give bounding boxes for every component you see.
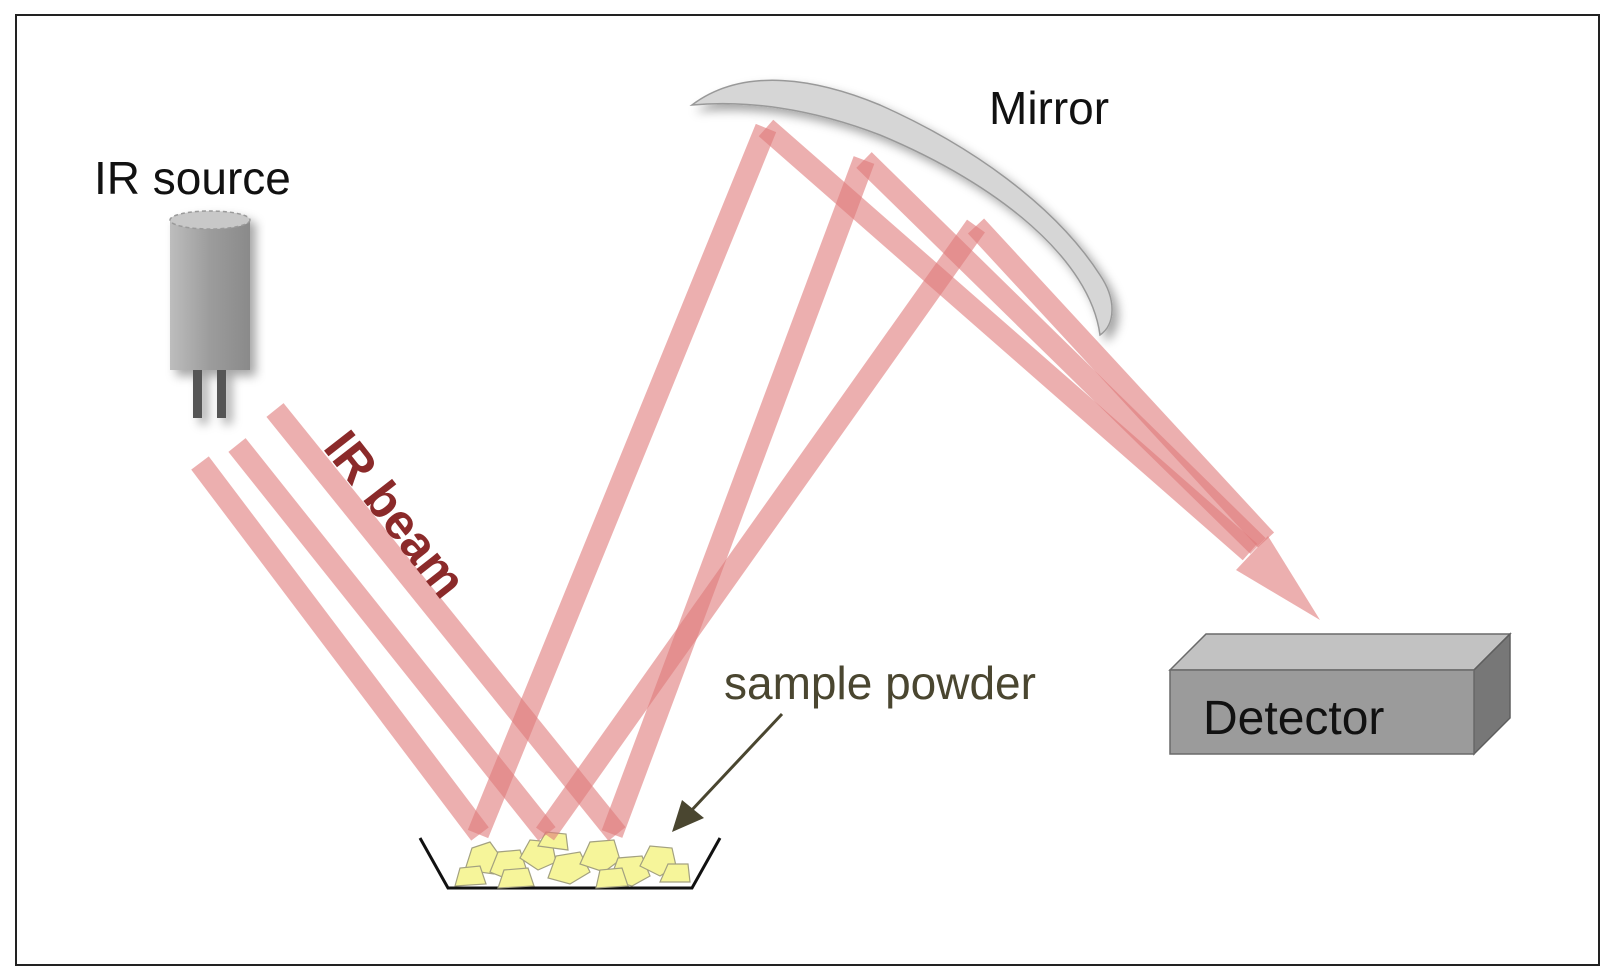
sample-powder-label: sample powder	[724, 657, 1036, 709]
ir-source-label: IR source	[94, 152, 291, 204]
ir-beam-reflected-3	[536, 219, 985, 841]
ir-source-pin-left	[193, 370, 202, 418]
detector-front-face	[1169, 669, 1475, 755]
ir-beam-focus-cone	[1236, 536, 1320, 620]
ir-beam-focused-2	[856, 152, 1266, 554]
mirror-label: Mirror	[989, 82, 1109, 134]
mirror-shape	[689, 79, 1113, 337]
detector	[1168, 632, 1512, 756]
ir-beam-incident-1	[191, 456, 489, 841]
detector-top-face	[1168, 633, 1512, 671]
ir-source	[169, 210, 251, 418]
ir-source-top	[169, 210, 251, 230]
sample-pointer-arrow	[672, 712, 784, 832]
ir-beam-reflected-1	[467, 123, 777, 839]
detector-label: Detector	[1203, 692, 1384, 745]
ir-source-pin-right	[217, 370, 226, 418]
ir-beam-group	[191, 119, 1275, 841]
ir-beam-incident-3	[266, 403, 626, 841]
sample-powder	[454, 831, 691, 889]
ir-beam-focused-1	[758, 119, 1258, 561]
sample-cup	[418, 837, 722, 890]
ir-beam-reflected-2	[601, 156, 875, 838]
ir-source-body	[170, 220, 250, 370]
sample-cup-outline	[418, 837, 722, 890]
ir-beam-focused-3	[967, 218, 1275, 548]
